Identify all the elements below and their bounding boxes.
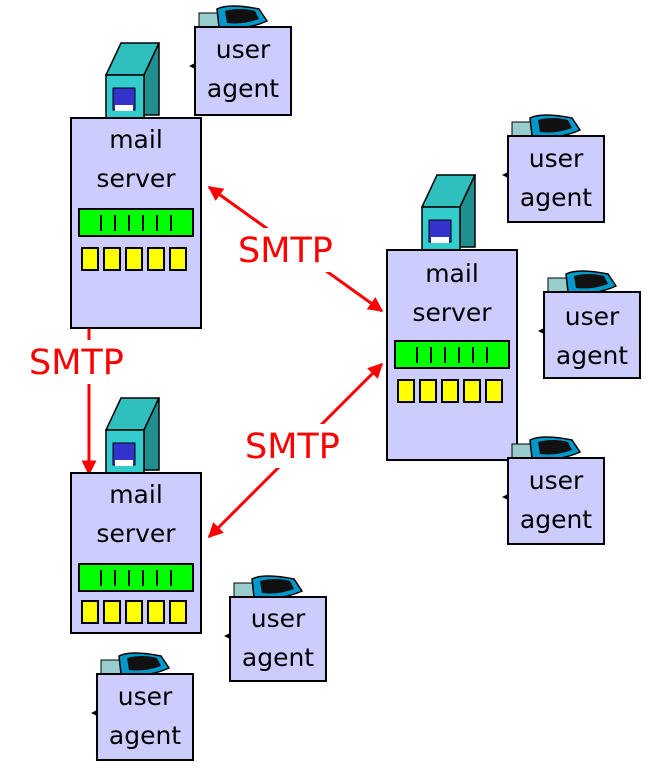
agent-label-line2: agent: [242, 643, 314, 672]
agent-box: [229, 596, 327, 682]
mail-server-right: mail server: [386, 174, 518, 461]
computer-icon: [233, 575, 304, 599]
computer-icon: [198, 5, 269, 29]
agent-box: [96, 673, 194, 761]
agent-label-line1: user: [118, 682, 173, 711]
user-agent-5: user agent: [224, 575, 327, 682]
server-tower-icon: [104, 397, 161, 476]
server-label-line2: server: [96, 519, 176, 548]
user-agent-1: user agent: [189, 5, 292, 116]
agent-label-line2: agent: [556, 341, 628, 370]
agent-label-line2: agent: [109, 721, 181, 750]
computer-icon: [547, 270, 618, 294]
user-agent-2: user agent: [502, 114, 605, 223]
agent-label-line2: agent: [520, 505, 592, 534]
mail-queue-bar: [78, 208, 194, 237]
agent-label-line1: user: [529, 144, 584, 173]
agent-box: [507, 135, 605, 223]
mail-queue-bar: [394, 340, 510, 369]
agent-box: [543, 291, 641, 379]
mailbox-slots: [81, 247, 187, 271]
agent-label-line1: user: [251, 604, 306, 633]
server-label-line2: server: [96, 164, 176, 193]
mail-queue-ticks: [100, 215, 172, 231]
mail-server-top-left: mail server: [70, 42, 202, 329]
user-agent-4: user agent: [502, 436, 605, 545]
agent-box: [194, 26, 292, 116]
server-label-line1: mail: [109, 125, 163, 154]
mail-queue-bar: [78, 563, 194, 592]
mail-queue-ticks: [416, 347, 488, 363]
server-tower-icon: [420, 174, 477, 253]
smtp-label-left: SMTP: [29, 343, 124, 383]
computer-icon: [100, 652, 171, 676]
server-tower-icon: [104, 42, 161, 121]
server-label-line2: server: [412, 298, 492, 327]
agent-label-line1: user: [565, 302, 620, 331]
agent-label-line1: user: [529, 466, 584, 495]
server-label-line1: mail: [109, 480, 163, 509]
agent-box: [507, 457, 605, 545]
mail-server-bottom-left: mail server: [70, 397, 202, 634]
user-agent-3: user agent: [538, 270, 641, 379]
agent-label-line2: agent: [207, 74, 279, 103]
smtp-label-bottom-right: SMTP: [245, 427, 340, 467]
computer-icon: [511, 114, 582, 138]
mailbox-slots: [397, 379, 503, 403]
computer-icon: [511, 436, 582, 460]
mailbox-slots: [81, 600, 187, 624]
agent-label-line2: agent: [520, 183, 592, 212]
smtp-links: SMTP SMTP SMTP: [26, 185, 384, 539]
server-label-line1: mail: [425, 259, 479, 288]
smtp-label-top-right: SMTP: [238, 231, 333, 271]
user-agent-6: user agent: [91, 652, 194, 761]
mail-queue-ticks: [100, 570, 172, 586]
agent-label-line1: user: [216, 35, 271, 64]
